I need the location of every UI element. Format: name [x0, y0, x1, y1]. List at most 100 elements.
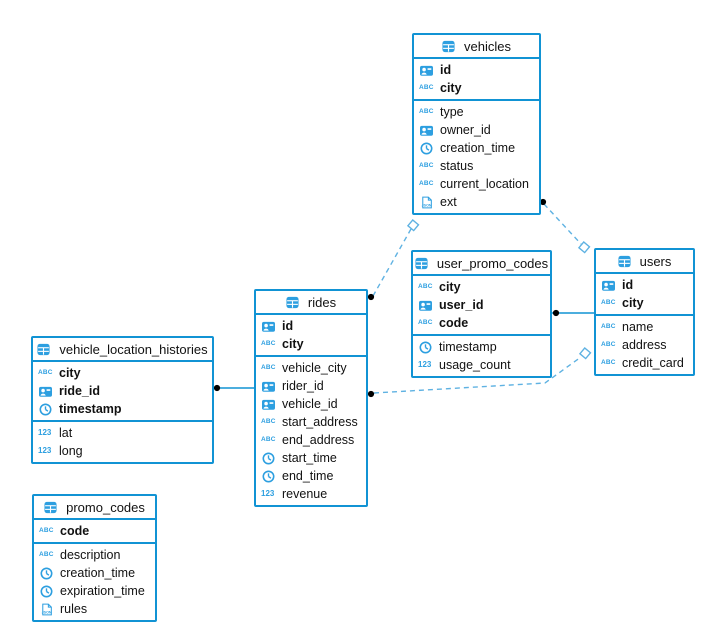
column-row[interactable]: 123 lat — [33, 424, 212, 442]
column-row[interactable]: ride_id — [33, 382, 212, 400]
table-icon — [618, 254, 635, 268]
column-row[interactable]: id — [256, 317, 366, 335]
column-row[interactable]: id — [596, 276, 693, 294]
column-name: ride_id — [59, 384, 100, 398]
column-row[interactable]: ABC city — [33, 364, 212, 382]
column-row[interactable]: 123 long — [33, 442, 212, 460]
column-name: start_time — [282, 451, 337, 465]
number-type-icon: 123 — [418, 360, 432, 369]
string-type-icon: ABC — [261, 364, 276, 371]
table-header[interactable]: promo_codes — [34, 496, 155, 520]
string-type-icon: ABC — [418, 283, 433, 290]
column-name: address — [622, 338, 667, 352]
column-name: city — [439, 280, 461, 294]
column-row[interactable]: ABC name — [596, 318, 693, 336]
relation-rides-vehicles — [372, 228, 412, 297]
relation-endpoint-diamond — [577, 241, 591, 254]
table-header[interactable]: user_promo_codes — [413, 252, 550, 276]
column-row[interactable]: ABC city — [413, 278, 550, 296]
column-row[interactable]: start_time — [256, 449, 366, 467]
column-name: lat — [59, 426, 73, 440]
column-row[interactable]: ABC vehicle_city — [256, 359, 366, 377]
column-row[interactable]: ABC city — [414, 79, 539, 97]
table-icon — [442, 39, 459, 53]
column-row[interactable]: ABC type — [414, 103, 539, 121]
id-type-icon — [419, 123, 436, 137]
column-name: timestamp — [439, 340, 497, 354]
table-promo_codes[interactable]: promo_codes ABC code ABC description cre… — [32, 494, 157, 622]
columns-section: 123 lat 123 long — [33, 422, 212, 462]
column-row[interactable]: rules — [34, 600, 155, 618]
column-row[interactable]: owner_id — [414, 121, 539, 139]
column-name: code — [439, 316, 469, 330]
string-type-icon: ABC — [419, 84, 434, 91]
column-name: vehicle_id — [282, 397, 338, 411]
column-row[interactable]: ABC city — [596, 294, 693, 312]
column-row[interactable]: timestamp — [33, 400, 212, 418]
column-name: city — [282, 337, 304, 351]
column-row[interactable]: rider_id — [256, 377, 366, 395]
column-row[interactable]: ABC code — [413, 314, 550, 332]
relation-endpoint-dot — [367, 390, 375, 398]
table-header[interactable]: users — [596, 250, 693, 274]
table-header[interactable]: vehicle_location_histories — [33, 338, 212, 362]
table-vehicles[interactable]: vehicles id ABC city ABC type owner_id — [412, 33, 541, 215]
column-name: timestamp — [59, 402, 122, 416]
column-row[interactable]: creation_time — [34, 564, 155, 582]
string-type-icon: ABC — [39, 527, 54, 534]
columns-section: ABC type owner_id creation_time ABC stat… — [414, 101, 539, 213]
timestamp-type-icon — [261, 469, 278, 483]
column-row[interactable]: ABC description — [34, 546, 155, 564]
column-name: long — [59, 444, 83, 458]
id-type-icon — [38, 384, 55, 398]
table-users[interactable]: users id ABC city ABC name ABC address A… — [594, 248, 695, 376]
id-type-icon — [261, 319, 278, 333]
column-row[interactable]: vehicle_id — [256, 395, 366, 413]
column-row[interactable]: 123 usage_count — [413, 356, 550, 374]
table-rides[interactable]: rides id ABC city ABC vehicle_city rider… — [254, 289, 368, 507]
table-user_promo_codes[interactable]: user_promo_codes ABC city user_id ABC co… — [411, 250, 552, 378]
column-row[interactable]: ABC status — [414, 157, 539, 175]
column-name: ext — [440, 195, 457, 209]
column-name: owner_id — [440, 123, 491, 137]
column-row[interactable]: creation_time — [414, 139, 539, 157]
string-type-icon: ABC — [419, 162, 434, 169]
column-row[interactable]: ABC credit_card — [596, 354, 693, 372]
relation-vehicles-users — [543, 203, 582, 245]
column-row[interactable]: end_time — [256, 467, 366, 485]
column-row[interactable]: 123 revenue — [256, 485, 366, 503]
column-name: rules — [60, 602, 88, 616]
primary-key-section: id ABC city — [256, 315, 366, 357]
timestamp-type-icon — [39, 584, 56, 598]
column-row[interactable]: ABC address — [596, 336, 693, 354]
column-row[interactable]: expiration_time — [34, 582, 155, 600]
column-row[interactable]: id — [414, 61, 539, 79]
column-row[interactable]: ABC current_location — [414, 175, 539, 193]
string-type-icon: ABC — [601, 299, 616, 306]
relation-endpoint-dot — [552, 309, 560, 317]
table-vehicle_location_histories[interactable]: vehicle_location_histories ABC city ride… — [31, 336, 214, 464]
column-row[interactable]: ABC code — [34, 522, 155, 540]
column-name: creation_time — [440, 141, 516, 155]
relation-endpoint-dot — [367, 293, 375, 301]
column-row[interactable]: user_id — [413, 296, 550, 314]
primary-key-section: ABC code — [34, 520, 155, 544]
relation-endpoint-dot — [213, 384, 221, 392]
string-type-icon: ABC — [601, 323, 616, 330]
table-header[interactable]: vehicles — [414, 35, 539, 59]
column-name: city — [440, 81, 462, 95]
table-name: users — [639, 253, 672, 269]
column-row[interactable]: ABC end_address — [256, 431, 366, 449]
column-row[interactable]: timestamp — [413, 338, 550, 356]
column-row[interactable]: ABC city — [256, 335, 366, 353]
column-name: rider_id — [282, 379, 324, 393]
table-icon — [286, 295, 303, 309]
string-type-icon: ABC — [419, 108, 434, 115]
columns-section: ABC description creation_time expiration… — [34, 544, 155, 620]
table-header[interactable]: rides — [256, 291, 366, 315]
column-row[interactable]: ABC start_address — [256, 413, 366, 431]
column-row[interactable]: ext — [414, 193, 539, 211]
column-name: expiration_time — [60, 584, 145, 598]
column-name: code — [60, 524, 90, 538]
column-name: usage_count — [439, 358, 511, 372]
